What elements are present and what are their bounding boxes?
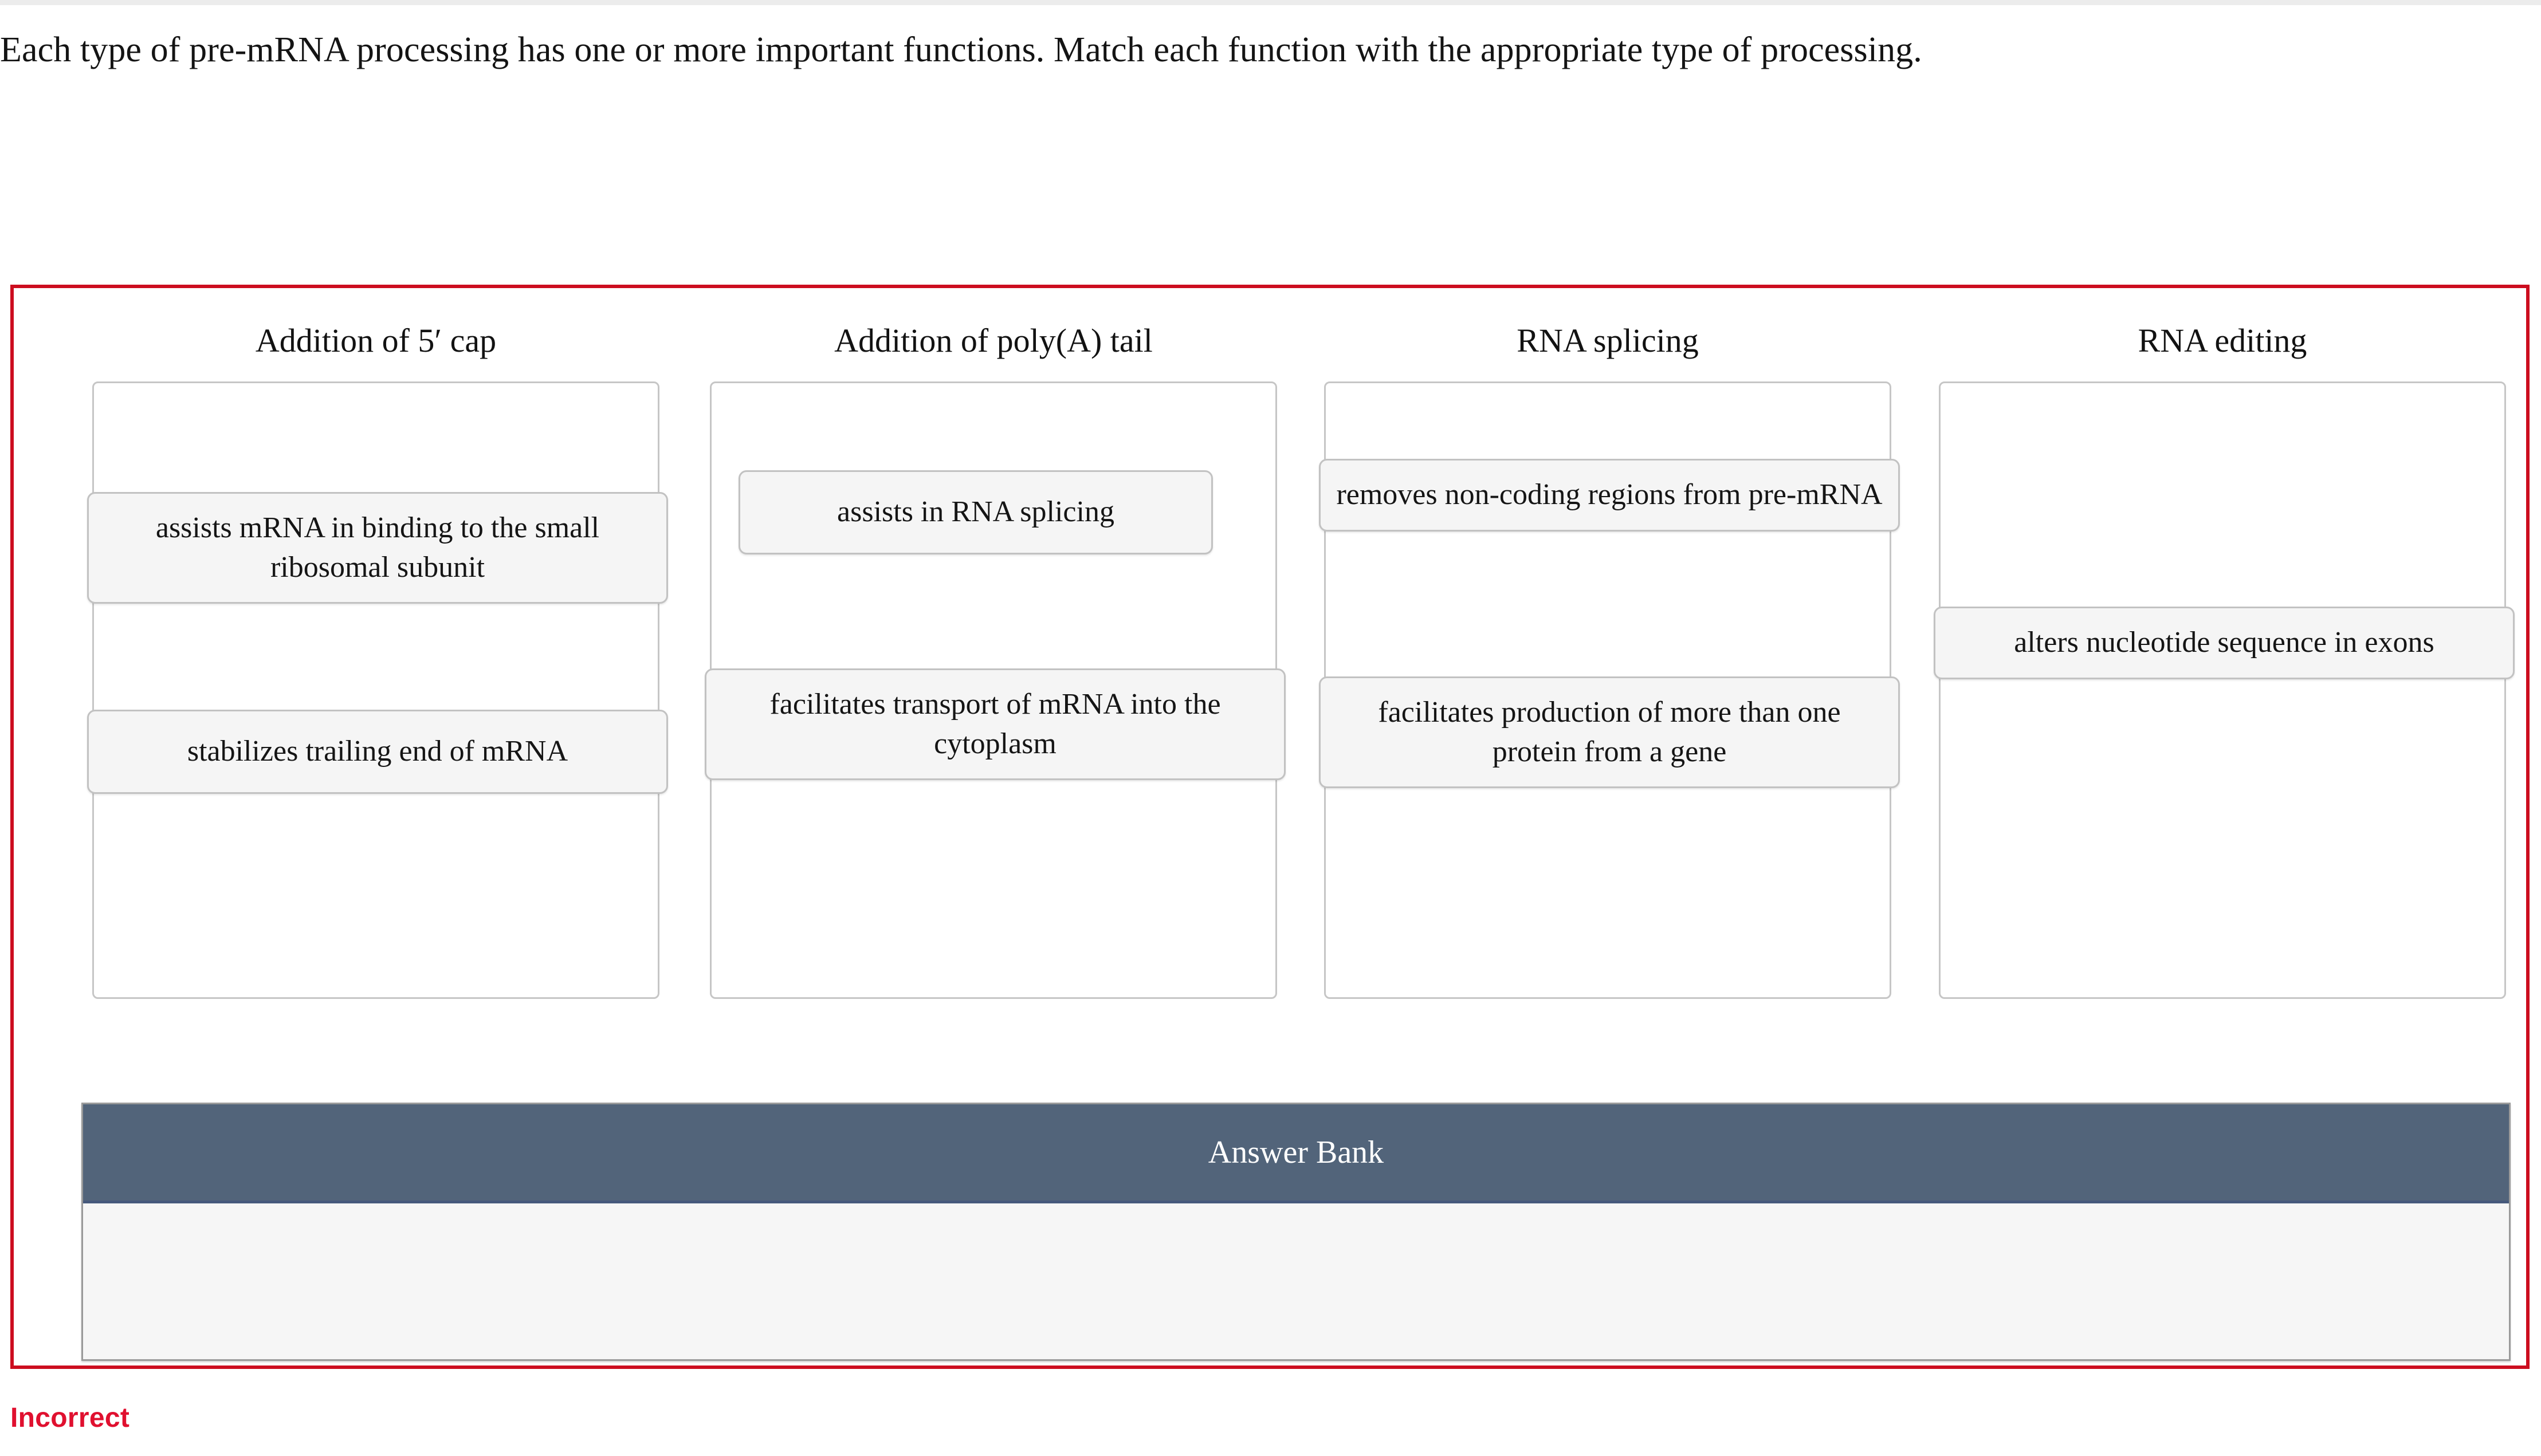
- answer-bank[interactable]: Answer Bank: [81, 1103, 2511, 1361]
- dropzone-addition-of-poly-a-tail[interactable]: assists in RNA splicing facilitates tran…: [705, 381, 1286, 999]
- category-title: Addition of poly(A) tail: [834, 322, 1153, 359]
- dropzone-rna-splicing[interactable]: removes non-coding regions from pre-mRNA…: [1319, 381, 1900, 999]
- dropzone-rna-editing[interactable]: alters nucleotide sequence in exons: [1934, 381, 2515, 999]
- answer-bank-title: Answer Bank: [83, 1104, 2509, 1203]
- top-grey-strip: [0, 0, 2541, 5]
- category-column-addition-of-5-cap: Addition of 5′ cap assists mRNA in bindi…: [87, 322, 668, 999]
- category-column-addition-of-poly-a-tail: Addition of poly(A) tail assists in RNA …: [705, 322, 1286, 999]
- category-title: RNA splicing: [1517, 322, 1699, 359]
- answer-tile[interactable]: removes non-coding regions from pre-mRNA: [1319, 459, 1900, 532]
- answer-tile[interactable]: facilitates transport of mRNA into the c…: [705, 668, 1286, 781]
- status-badge: Incorrect: [10, 1403, 130, 1433]
- category-column-rna-splicing: RNA splicing removes non-coding regions …: [1319, 322, 1900, 999]
- answer-bank-dropzone[interactable]: [83, 1203, 2509, 1359]
- category-title: RNA editing: [2138, 322, 2307, 359]
- answer-tile[interactable]: assists in RNA splicing: [739, 470, 1213, 554]
- category-columns: Addition of 5′ cap assists mRNA in bindi…: [87, 322, 2515, 1060]
- category-column-rna-editing: RNA editing alters nucleotide sequence i…: [1934, 322, 2515, 999]
- dropzone-addition-of-5-cap[interactable]: assists mRNA in binding to the small rib…: [87, 381, 668, 999]
- answer-tile[interactable]: assists mRNA in binding to the small rib…: [87, 492, 668, 604]
- answer-tile[interactable]: facilitates production of more than one …: [1319, 676, 1900, 789]
- question-prompt: Each type of pre-mRNA processing has one…: [0, 30, 1922, 69]
- answer-tile[interactable]: stabilizes trailing end of mRNA: [87, 710, 668, 794]
- answer-tile[interactable]: alters nucleotide sequence in exons: [1934, 607, 2515, 679]
- category-title: Addition of 5′ cap: [255, 322, 497, 359]
- question-container: Addition of 5′ cap assists mRNA in bindi…: [10, 285, 2530, 1369]
